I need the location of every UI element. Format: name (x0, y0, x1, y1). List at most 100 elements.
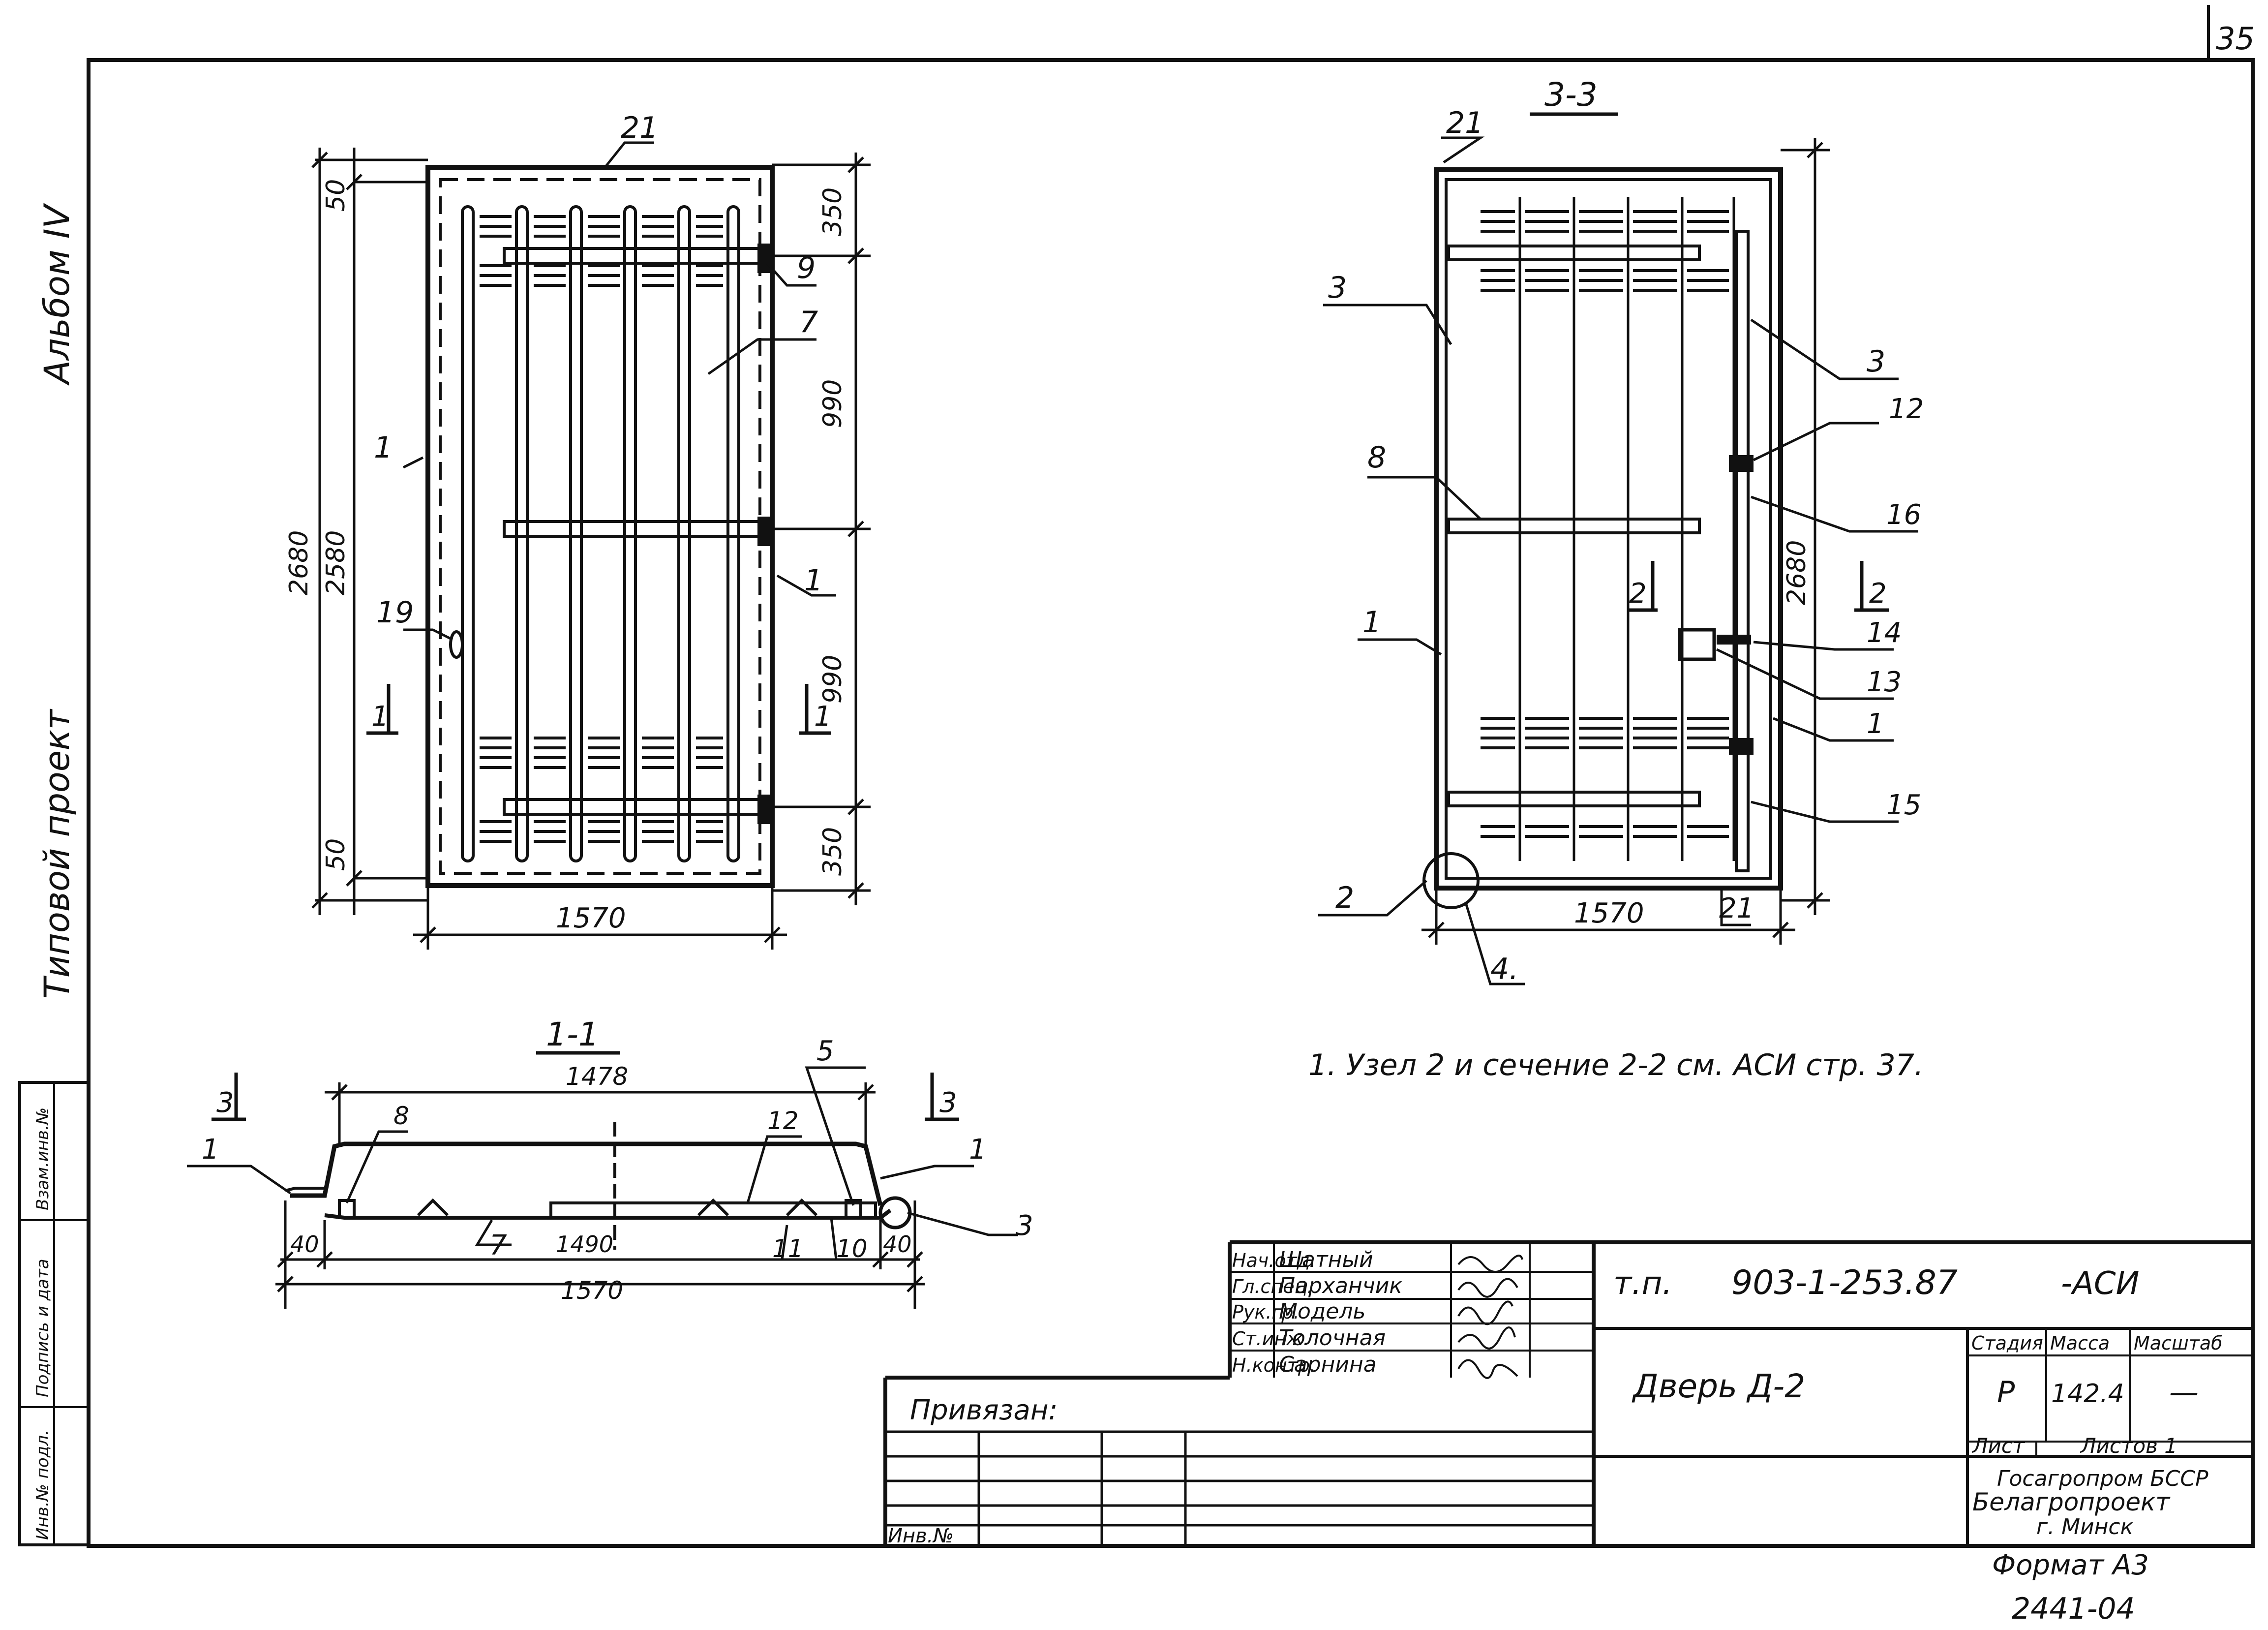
section-3-3-leaders (1318, 136, 1918, 985)
bottom-louvres (480, 737, 723, 843)
section-louvres (1481, 210, 1729, 838)
s33-label-3-right: 3 (1867, 344, 1885, 379)
s11-dim-inner: 1490 (556, 1231, 613, 1258)
tb-org-2: Белагропроект (1972, 1488, 2171, 1516)
s11-label-5: 5 (816, 1035, 834, 1067)
tb-role-1: Гл.спец. (1232, 1276, 1313, 1297)
s33-label-1-left: 1 (1362, 605, 1381, 640)
s11-dim-left-gap: 40 (290, 1231, 319, 1258)
project-type-label: Типовой проект (37, 708, 77, 999)
s33-section-b: 2 (1869, 578, 1887, 610)
tb-stage-value: Р (1997, 1375, 2015, 1410)
page-number: 35 (2216, 21, 2255, 57)
tb-signatures (1457, 1255, 1523, 1379)
s33-label-8: 8 (1367, 440, 1386, 475)
s11-dim-total: 1570 (561, 1276, 623, 1305)
tb-name-1: Парханчик (1279, 1273, 1402, 1298)
tb-mass-value: 142.4 (2051, 1379, 2124, 1409)
s11-title: 1-1 (546, 1015, 599, 1053)
tb-scale-value: — (2169, 1375, 2199, 1410)
s33-label-15: 15 (1886, 789, 1921, 821)
copy-number: 2441-04 (2012, 1592, 2135, 1626)
fv-dim-outer-height: 2680 (284, 530, 314, 595)
fv-section-left: 1 (371, 701, 389, 733)
tb-title: Дверь Д-2 (1632, 1367, 1805, 1405)
fv-section-marks (366, 684, 831, 735)
s33-label-14: 14 (1867, 617, 1902, 649)
tb-doc-code: 903-1-253.87 (1731, 1263, 1958, 1302)
s11-label-1-left: 1 (202, 1134, 219, 1166)
tb-sheets-label: Листов 1 (2080, 1434, 2177, 1458)
s33-dim-height: 2680 (1782, 540, 1812, 605)
drawing-note: 1. Узел 2 и сечение 2-2 см. АСИ стр. 37. (1308, 1048, 1924, 1082)
lock-mechanism (1678, 230, 1754, 872)
fv-dim-width: 1570 (556, 902, 626, 934)
tb-stage-label: Стадия (1971, 1332, 2043, 1354)
s11-section-marks (212, 1073, 959, 1121)
album-label: Альбом IV (37, 203, 77, 386)
side-stamp-inv: Инв.№ подл. (33, 1430, 53, 1540)
sheet-border (87, 5, 2255, 1548)
s11-dim-right-gap: 40 (883, 1231, 912, 1258)
s11-label-12: 12 (767, 1107, 799, 1135)
s33-label-4: 4. (1490, 952, 1518, 986)
tb-name-4: Сарнина (1279, 1352, 1377, 1377)
fv-dim-right-top: 350 (818, 187, 847, 236)
s11-section-right: 3 (939, 1087, 957, 1119)
front-view-leaders (402, 141, 836, 641)
title-block (883, 1240, 2253, 1546)
side-stamp-sign: Подпись и дата (33, 1259, 53, 1397)
fv-dim-bottom: 50 (321, 838, 351, 871)
fv-label-21: 21 (621, 111, 658, 145)
section-louvre-panels (1518, 197, 1735, 861)
tb-role-0: Нач.отд. (1232, 1250, 1316, 1271)
format-label: Формат А3 (1992, 1549, 2149, 1581)
tb-inv-no: Инв.№ (888, 1525, 954, 1547)
side-stamp (18, 1081, 90, 1546)
s11-dim-top: 1478 (566, 1062, 628, 1091)
tb-sheet-label: Лист (1971, 1434, 2026, 1458)
s33-label-12: 12 (1889, 393, 1924, 425)
tb-scale-label: Масштаб (2134, 1332, 2223, 1354)
tb-role-4: Н.контр. (1232, 1354, 1316, 1376)
side-stamp-replace: Взам.инв.№ (33, 1107, 53, 1210)
fv-label-19: 19 (376, 595, 414, 630)
tb-org-3: г. Минск (2036, 1514, 2134, 1539)
tb-doc-prefix: т.п. (1613, 1265, 1672, 1302)
s11-label-11: 11 (772, 1234, 804, 1263)
fv-label-1-left: 1 (374, 431, 393, 465)
s11-label-8: 8 (393, 1102, 409, 1130)
tb-mass-label: Масса (2050, 1332, 2110, 1354)
s33-label-21-top: 21 (1446, 106, 1483, 140)
tb-name-2: Модель (1279, 1299, 1365, 1324)
s33-section-marks (1628, 561, 1889, 612)
top-louvres (480, 215, 723, 287)
s11-label-1-right: 1 (969, 1134, 987, 1166)
cross-bars (503, 244, 771, 824)
fv-dim-right-mid2: 990 (818, 655, 847, 704)
section-3-3-dims (1421, 138, 1830, 945)
s33-dim-width: 1570 (1574, 897, 1644, 929)
s33-label-3-left: 3 (1328, 271, 1347, 305)
section-cross-bars (1447, 245, 1701, 807)
stiffeners (461, 205, 740, 862)
s11-section-left: 3 (216, 1087, 234, 1119)
fv-dim-right-bottom: 350 (818, 827, 847, 876)
fv-dim-right-mid1: 990 (818, 379, 847, 428)
fv-section-right: 1 (814, 701, 832, 733)
front-view (425, 165, 775, 888)
front-view-dims (311, 148, 871, 950)
tb-name-0: Шатный (1279, 1247, 1373, 1272)
section-1-1-dims (275, 1082, 925, 1309)
s33-label-1-right: 1 (1867, 708, 1884, 740)
tb-role-3: Ст.инж. (1232, 1328, 1309, 1350)
s11-label-10: 10 (836, 1234, 868, 1263)
fv-dim-top: 50 (321, 179, 351, 212)
fv-dim-inner-height: 2580 (321, 530, 351, 595)
fv-label-7: 7 (799, 305, 818, 339)
s33-label-16: 16 (1886, 499, 1921, 531)
tb-doc-suffix: -АСИ (2061, 1265, 2139, 1302)
tb-role-2: Рук.гр. (1232, 1301, 1300, 1323)
s33-section-a: 2 (1629, 578, 1647, 610)
